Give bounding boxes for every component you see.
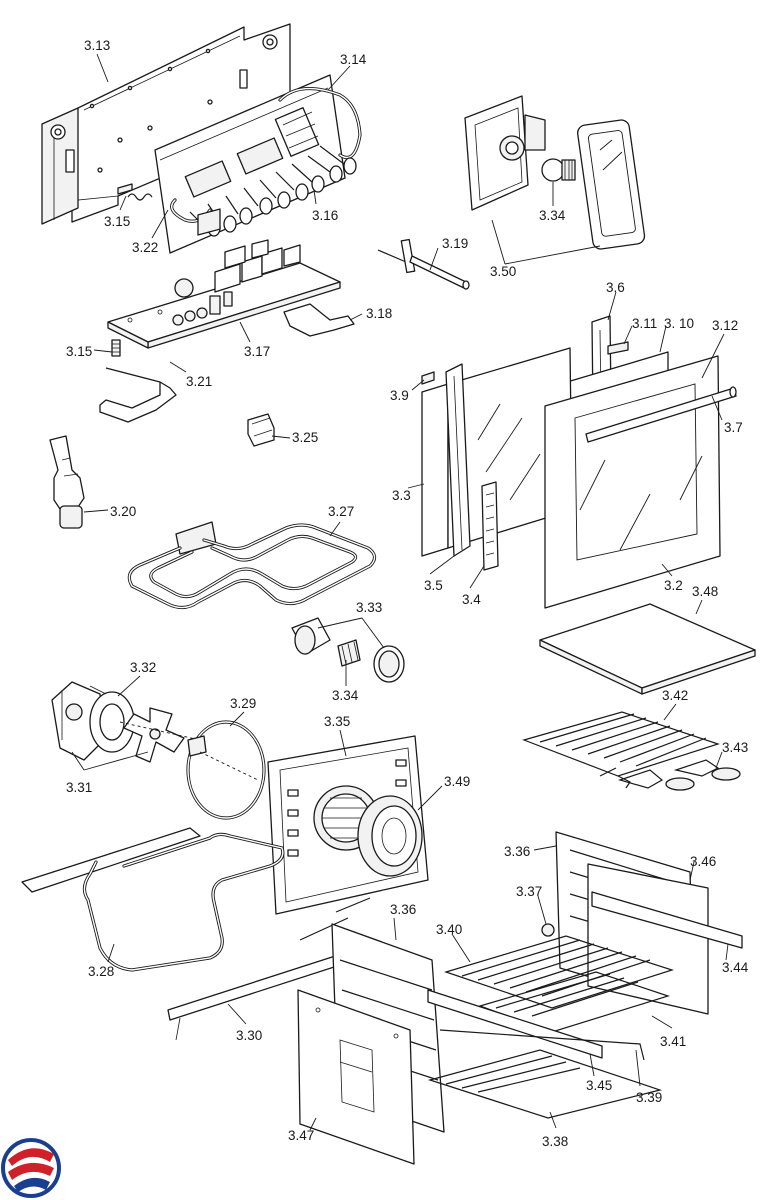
callout-3-47: 3.47 — [288, 1128, 314, 1143]
part-3-49-fan-cover — [357, 795, 423, 877]
callout-3-33: 3.33 — [356, 600, 382, 615]
callout-3-10: 3. 10 — [664, 316, 694, 331]
part-3-25-clip — [247, 413, 275, 447]
callout-3-7: 3.7 — [724, 420, 743, 435]
callout-3-4: 3.4 — [462, 592, 481, 607]
callout-3-21: 3.21 — [186, 374, 212, 389]
part-3-39-rail-rod — [439, 1029, 645, 1061]
brand-logo — [1, 1138, 61, 1198]
callout-3-5: 3.5 — [424, 578, 443, 593]
part-3-27-grill-element — [127, 521, 377, 610]
callout-3-11: 3.11 — [632, 316, 657, 331]
part-3-5-door-side-profile — [445, 363, 471, 557]
callout-3-49: 3.49 — [444, 774, 470, 789]
callout-3-40: 3.40 — [436, 922, 462, 937]
part-3-21-mount-bracket — [99, 367, 177, 423]
callout-3-43: 3.43 — [722, 740, 748, 755]
callout-3-44: 3.44 — [722, 960, 749, 975]
part-3-11-bolt — [607, 341, 629, 355]
callout-3-37: 3.37 — [516, 884, 542, 899]
callout-3-20: 3.20 — [110, 504, 136, 519]
callout-3-18: 3.18 — [366, 306, 392, 321]
part-3-42-wire-shelf — [522, 711, 720, 789]
callout-3-32: 3.32 — [130, 660, 156, 675]
callout-3-35: 3.35 — [324, 714, 350, 729]
callout-3-39: 3.39 — [636, 1090, 662, 1105]
part-3-13-control-bracket — [41, 23, 291, 225]
callout-3-15b: 3.15 — [66, 344, 92, 359]
part-3-43-shelf-clips — [617, 759, 741, 791]
part-3-19-temperature-probe — [377, 238, 470, 290]
part-3-28-bottom-element — [21, 827, 285, 972]
part-3-50-lamp-housing — [464, 95, 546, 211]
callout-3-29: 3.29 — [230, 696, 256, 711]
callout-3-12: 3.12 — [712, 318, 738, 333]
callout-3-36b: 3.36 — [390, 902, 416, 917]
part-3-18-board-bracket — [283, 303, 355, 337]
part-3-40-oven-shelf — [444, 935, 674, 1009]
part-3-38-bottom-tray — [427, 1049, 663, 1119]
part-3-17-power-board — [107, 208, 341, 349]
callout-3-2: 3.2 — [664, 578, 683, 593]
callout-3-17: 3.17 — [244, 344, 270, 359]
part-3-20-thermostat — [49, 435, 85, 529]
callout-3-27: 3.27 — [328, 504, 354, 519]
callout-3-34a: 3.34 — [539, 208, 566, 223]
part-3-37-screw — [541, 923, 555, 937]
part-3-31-fan-blade — [119, 707, 201, 763]
part-3-34-lamp-bulb-lower — [337, 639, 361, 667]
callout-3-22: 3.22 — [132, 240, 158, 255]
callout-3-15a: 3.15 — [104, 214, 130, 229]
callout-3-50: 3.50 — [490, 264, 516, 279]
part-3-47-side-panel-left — [297, 989, 415, 1165]
part-3-15-screw-upper — [117, 183, 133, 195]
callout-3-45: 3.45 — [586, 1078, 612, 1093]
callout-3-3: 3.3 — [392, 488, 411, 503]
callout-3-30: 3.30 — [236, 1028, 262, 1043]
part-3-9-screw — [421, 371, 435, 385]
callout-3-42: 3.42 — [662, 688, 688, 703]
part-3-3-inner-glass — [421, 347, 573, 557]
callout-3-25: 3.25 — [292, 430, 318, 445]
part-3-4-hinge-lower — [481, 481, 499, 571]
callout-3-41: 3.41 — [660, 1034, 686, 1049]
part-3-48-drip-tray — [539, 603, 756, 695]
part-3-50-lamp-glass-cover — [577, 119, 646, 250]
callout-3-6: 3.6 — [606, 280, 625, 295]
part-3-29-circular-element — [186, 720, 266, 820]
part-3-14-display-board — [154, 74, 362, 254]
part-3-22-spring-clip — [127, 193, 153, 201]
callout-leader-lines — [71, 53, 729, 1131]
callout-3-19: 3.19 — [442, 236, 468, 251]
part-3-44-runner-rail — [591, 891, 743, 949]
callout-3-31: 3.31 — [66, 780, 92, 795]
callout-3-36a: 3.36 — [504, 844, 530, 859]
callout-3-48: 3.48 — [692, 584, 718, 599]
part-3-2-outer-door-panel — [544, 355, 721, 609]
part-3-45-telescopic-rail — [427, 989, 603, 1059]
callout-3-34b: 3.34 — [332, 688, 359, 703]
callout-3-16: 3.16 — [312, 208, 338, 223]
callout-3-28: 3.28 — [88, 964, 114, 979]
part-3-31-fan-motor — [51, 681, 111, 761]
callout-3-13: 3.13 — [84, 38, 110, 53]
part-3-7-door-handle — [585, 386, 737, 443]
part-3-32-fan-gasket — [89, 691, 135, 753]
callout-3-46: 3.46 — [690, 854, 716, 869]
callout-3-14: 3.14 — [340, 52, 367, 67]
callout-3-38: 3.38 — [542, 1134, 568, 1149]
part-3-34-lamp-bulb-upper — [541, 158, 576, 182]
part-3-15-screw-lower — [111, 339, 121, 357]
callout-3-9: 3.9 — [390, 388, 409, 403]
